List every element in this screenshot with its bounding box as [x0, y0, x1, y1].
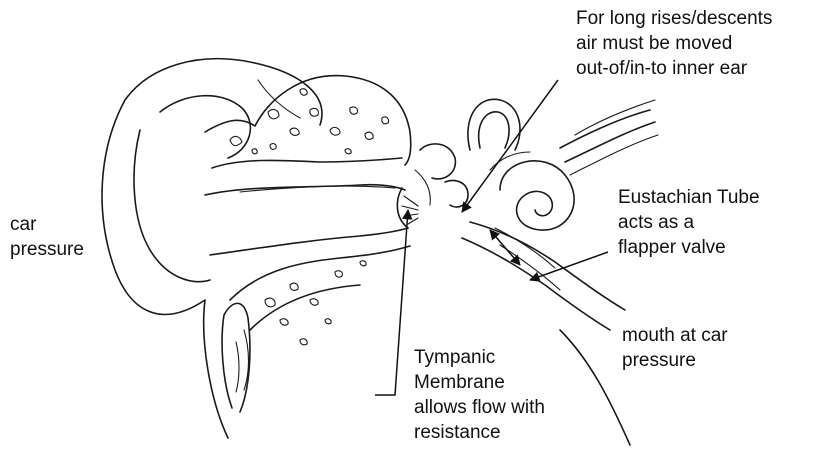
label-line: air must be moved	[576, 31, 772, 56]
label-line: car	[10, 212, 84, 237]
ear-canal-icon	[205, 185, 408, 255]
label-line: pressure	[622, 348, 728, 373]
label-line: flapper valve	[618, 235, 760, 260]
label-line: acts as a	[618, 210, 760, 235]
label-line: resistance	[414, 420, 545, 445]
label-inner-ear: For long rises/descents air must be move…	[576, 6, 772, 81]
label-line: pressure	[10, 237, 84, 262]
label-line: allows flow with	[414, 395, 545, 420]
arrow-eustachian-tube	[530, 252, 608, 280]
label-mouth-pressure: mouth at car pressure	[622, 323, 728, 373]
label-car-pressure: car pressure	[10, 212, 84, 262]
lower-bone-icon	[230, 246, 410, 345]
label-line: Eustachian Tube	[618, 185, 760, 210]
cochlea-icon	[490, 152, 574, 230]
label-line: For long rises/descents	[576, 6, 772, 31]
label-eustachian-tube: Eustachian Tube acts as a flapper valve	[618, 185, 760, 260]
label-line: Tympanic	[414, 345, 545, 370]
outer-ear-icon	[102, 59, 322, 438]
auditory-nerve-icon	[560, 100, 658, 175]
arrow-tympanic-membrane	[375, 210, 408, 395]
label-line: mouth at car	[622, 323, 728, 348]
label-line: out-of/in-to inner ear	[576, 56, 772, 81]
throat-outline	[560, 330, 630, 445]
label-tympanic-membrane: Tympanic Membrane allows flow with resis…	[414, 345, 545, 445]
ossicles-icon	[415, 144, 468, 207]
label-line: Membrane	[414, 370, 545, 395]
eustachian-tube-icon	[462, 222, 625, 330]
